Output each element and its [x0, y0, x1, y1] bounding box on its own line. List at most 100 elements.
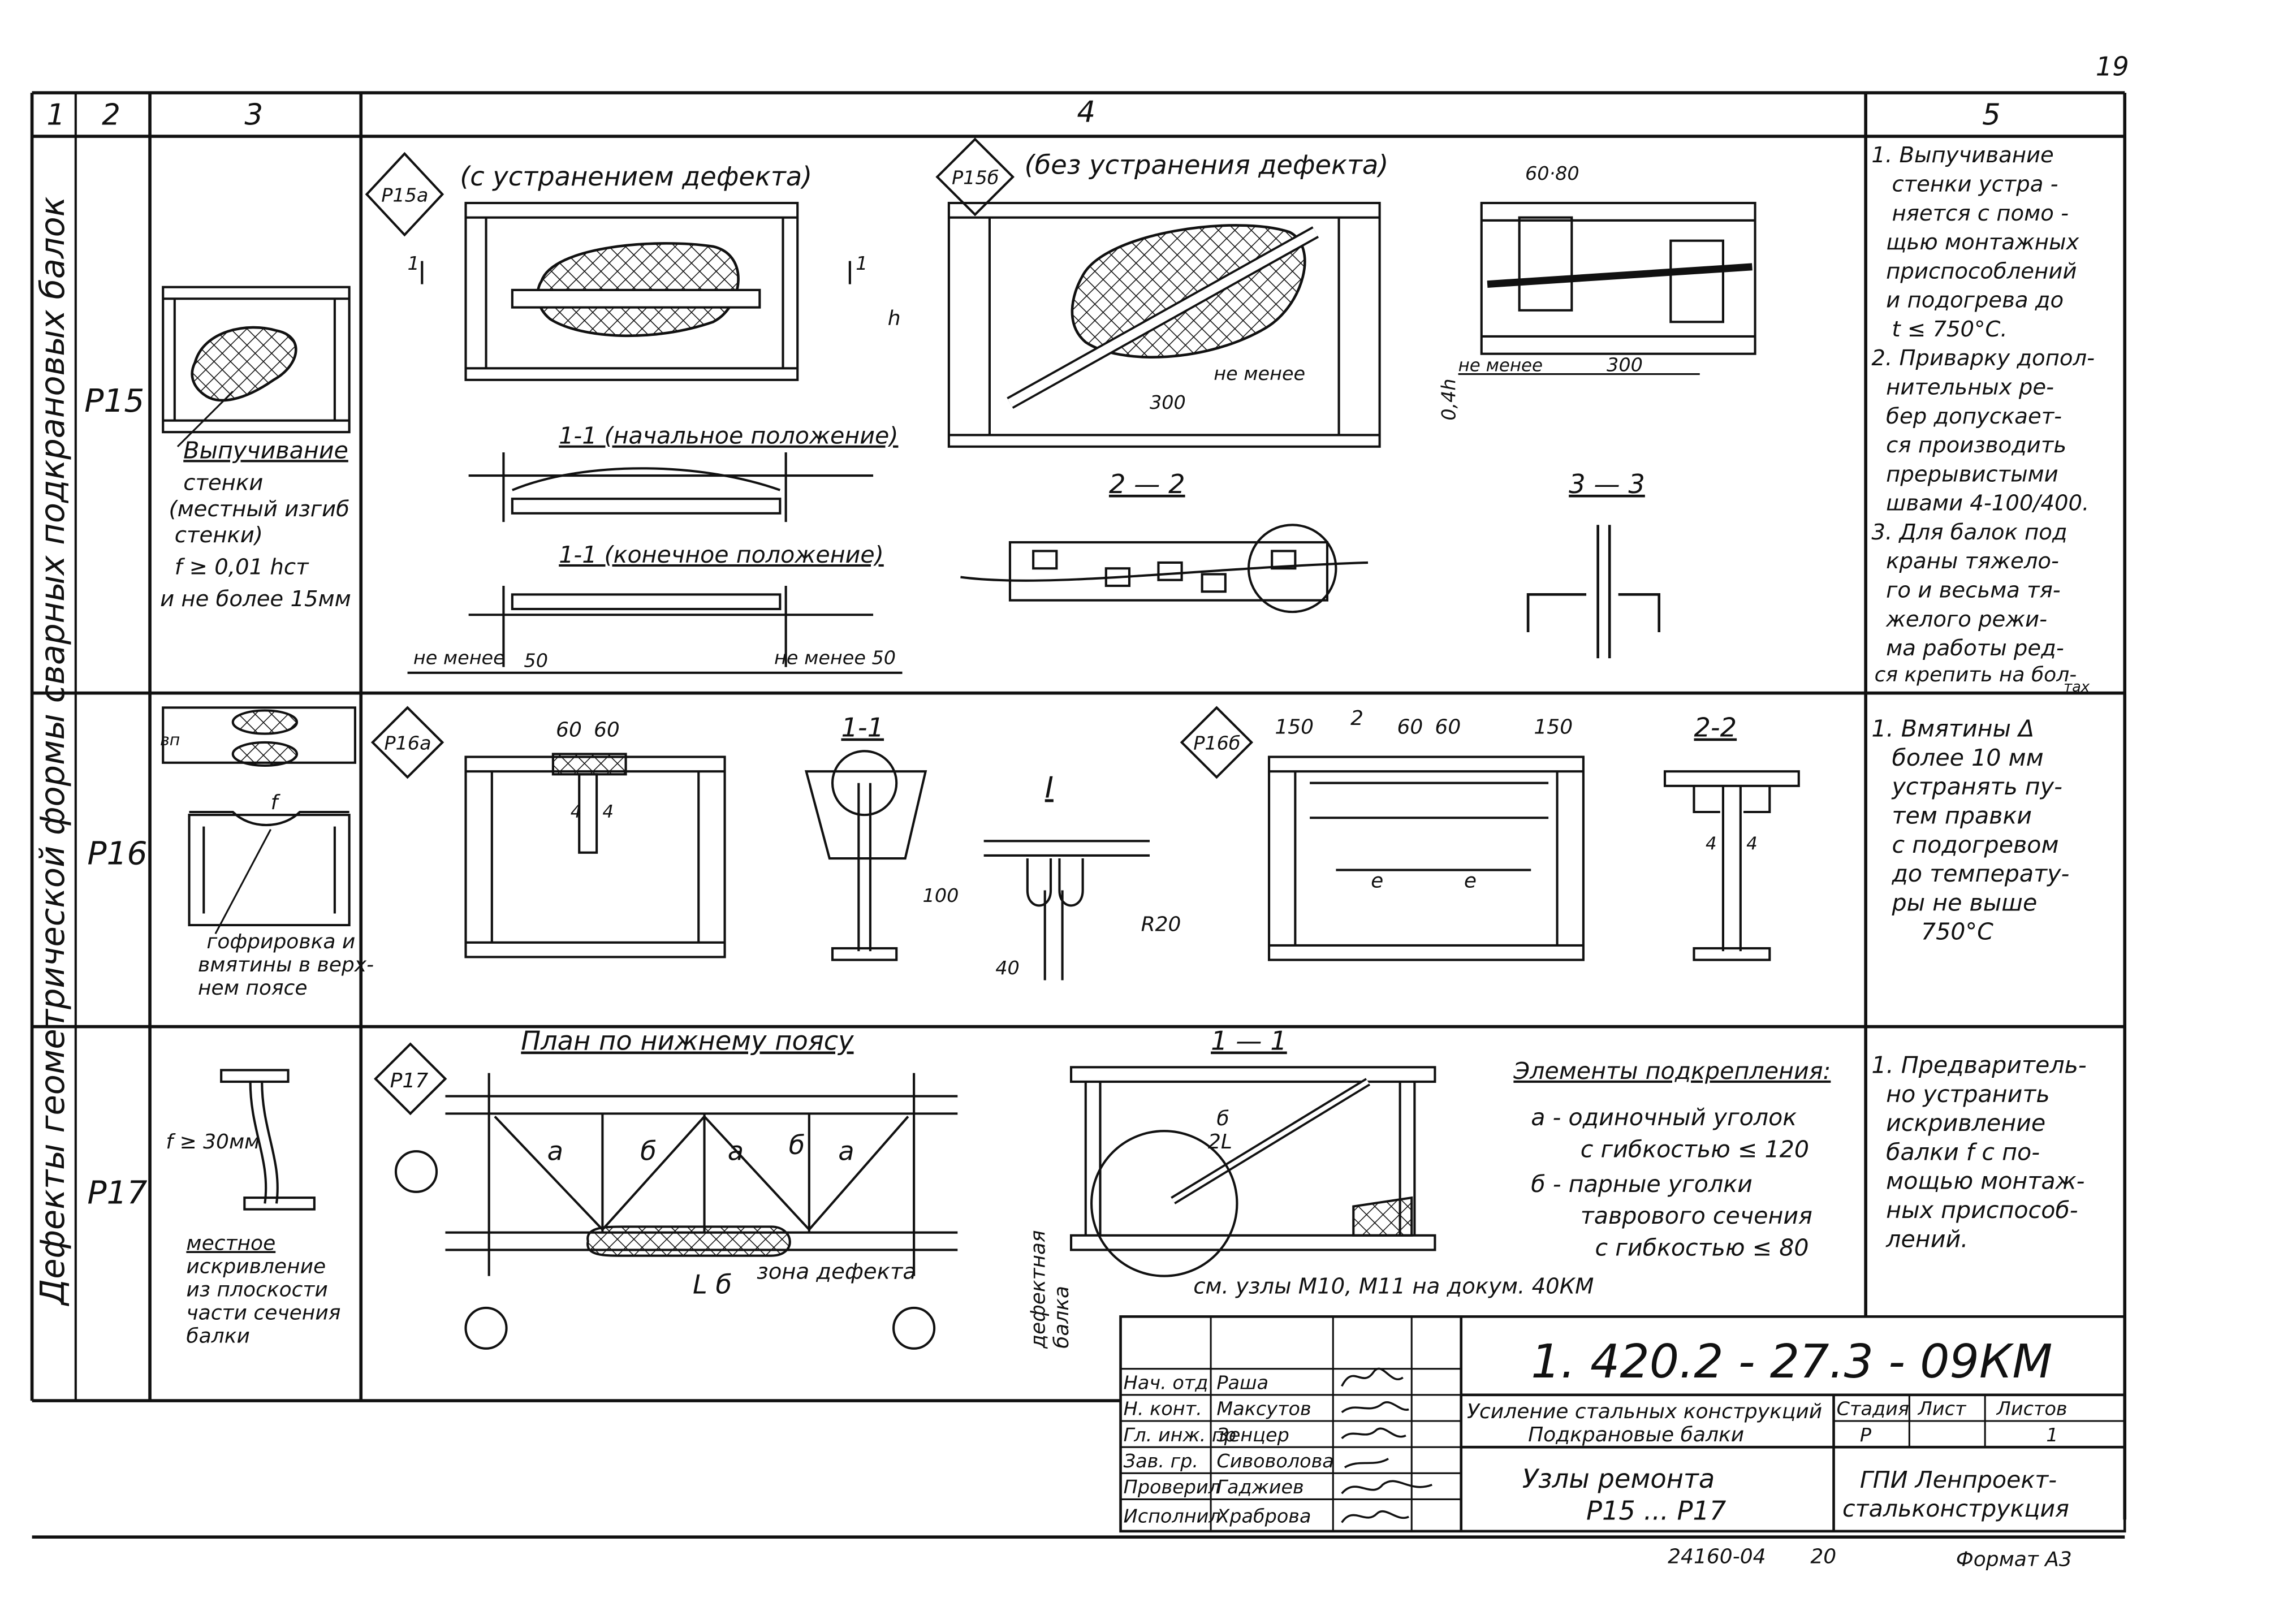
- defect-line: (местный изгиб: [169, 496, 349, 522]
- note-line: до температу-: [1891, 860, 2069, 887]
- p16-defect-sketch: [162, 706, 356, 935]
- note-line: 2. Приварку допол-: [1871, 345, 2095, 371]
- note-line: ся крепить на бол-: [1875, 663, 2077, 686]
- node-p16b: P16б 150 2 60 60 150 e e: [1180, 706, 1585, 961]
- column-header-2: 2: [102, 98, 120, 132]
- staff-role: Исполнил: [1124, 1505, 1221, 1527]
- node-p17: P17 План по нижнему поясу а б а а б L б: [374, 1026, 958, 1350]
- p17-plan: [394, 1073, 958, 1350]
- zone-label-p17: зона дефекта: [757, 1259, 916, 1285]
- dim: 60·80: [1525, 162, 1579, 184]
- note-line: и подогрева до: [1886, 288, 2064, 313]
- sheet-header: Лист: [1918, 1398, 1967, 1420]
- p17-defect-text: местное искривление из плоскости части с…: [186, 1232, 340, 1347]
- row-code-p15: P15: [84, 383, 144, 420]
- plan-title-p17: План по нижнему поясу: [521, 1026, 854, 1056]
- dim: 4: [602, 802, 614, 822]
- staff-role: Н. конт.: [1124, 1398, 1202, 1420]
- note-line: 1. Вмятины Δ: [1871, 715, 2034, 742]
- section-label-2-2-p16: 2-2: [1694, 712, 1737, 743]
- reinforcement-elements: Элементы подкрепления: а - одиночный уго…: [1513, 1057, 1831, 1262]
- dim: R20: [1141, 913, 1181, 936]
- p15b-detail: [1458, 201, 1756, 375]
- dim: 40: [995, 957, 1020, 979]
- p16-section-2-2: [1663, 770, 1800, 961]
- staff-name: Гаджиев: [1216, 1476, 1303, 1498]
- member-a: а: [728, 1136, 744, 1167]
- dim: 4: [1746, 834, 1758, 854]
- note-line: ся производить: [1886, 433, 2066, 458]
- p15-defect-text: Выпучивание стенки (местный изгиб стенки…: [160, 437, 351, 611]
- node-caption-p15b: (без устранения дефекта): [1025, 150, 1389, 180]
- fraction-label: б: [1216, 1107, 1229, 1130]
- section-label-1-1-final: 1-1 (конечное положение): [559, 541, 884, 568]
- p15a-elevation: [421, 201, 851, 381]
- notes-p17: 1. Предваритель- но устранить искривлени…: [1871, 1052, 2086, 1253]
- element-line: таврового сечения: [1581, 1202, 1812, 1229]
- note-line: ма работы ред-: [1886, 636, 2064, 661]
- note-line: стенки устра -: [1892, 172, 2058, 197]
- member-b: б: [789, 1130, 805, 1160]
- doc-code: 1. 420.2 - 27.3 - 09КМ: [1531, 1335, 2052, 1389]
- note-line: няется с помо -: [1892, 201, 2069, 226]
- inventory-number: 24160-04: [1668, 1545, 1766, 1568]
- defect-line: и не более 15мм: [160, 586, 351, 612]
- staff-role: Зав. гр.: [1124, 1450, 1198, 1472]
- defect-line: стенки): [175, 522, 263, 548]
- table-grid: [30, 91, 2127, 1539]
- section-label-1-1-initial: 1-1 (начальное положение): [559, 422, 898, 450]
- project-line: Усиление стальных конструкций: [1467, 1400, 1822, 1423]
- note-line: лений.: [1885, 1225, 1968, 1252]
- project-line: Подкрановые балки: [1528, 1423, 1744, 1446]
- note-line: швами 4-100/400.: [1886, 491, 2089, 516]
- note-line: бер допускает-: [1886, 404, 2062, 429]
- notes-p15: 1. Выпучивание стенки устра - няется с п…: [1871, 142, 2095, 696]
- title-block: [1119, 1315, 2126, 1533]
- org-line: ГПИ Ленпроект-: [1860, 1466, 2057, 1493]
- page-number: 19: [2096, 51, 2129, 81]
- node-mark-p16a: P16а: [384, 732, 431, 754]
- member-l-b: L б: [693, 1269, 732, 1299]
- column-header-1: 1: [46, 98, 65, 132]
- dim: вп: [160, 731, 180, 749]
- cut-mark: 1: [408, 252, 420, 274]
- node-p16a: P16а 60 60 4 4: [370, 706, 726, 958]
- node-p15b: P15б (без устранения дефекта) 300 не мен…: [888, 137, 1389, 448]
- p16-defect-text: гофрировка и вмятины в верх- нем поясе: [198, 930, 374, 1000]
- dim: e: [1464, 869, 1477, 892]
- p15b-elevation: [947, 201, 1381, 448]
- member-b: б: [640, 1136, 657, 1167]
- note-line: мощью монтаж-: [1886, 1168, 2084, 1195]
- p16-section-1-1: [805, 750, 927, 961]
- defect-line: из плоскости: [186, 1279, 327, 1302]
- reference-p17: см. узлы М10, М11 на докум. 40КМ: [1193, 1273, 1594, 1299]
- dim: 60: [556, 719, 582, 742]
- detail-label-i: I: [1045, 771, 1054, 805]
- dim: не менее 50: [774, 646, 896, 668]
- dim: 60: [594, 719, 620, 742]
- p16-detail-i: [983, 840, 1150, 981]
- dim: 0,4h: [1438, 379, 1460, 421]
- p17-section-1-1: [1069, 1066, 1436, 1277]
- element-line: с гибкостью ≤ 120: [1581, 1135, 1809, 1163]
- org-line: стальконструкция: [1842, 1495, 2069, 1522]
- stage-header: Стадия: [1837, 1398, 1909, 1420]
- dim: 60: [1397, 716, 1423, 739]
- section-label-1-1-p17: 1 — 1: [1211, 1026, 1287, 1056]
- notes-p16: 1. Вмятины Δ более 10 мм устранять пу- т…: [1871, 715, 2069, 945]
- defect-line: искривление: [186, 1255, 326, 1279]
- dim: f: [271, 791, 281, 814]
- dim: 150: [1275, 716, 1314, 739]
- defect-line: нем поясе: [198, 977, 308, 1000]
- note-line: но устранить: [1886, 1081, 2049, 1108]
- note-line: 1. Предваритель-: [1871, 1052, 2086, 1079]
- note-line: балки f с по-: [1886, 1138, 2040, 1165]
- footer-page: 20: [1810, 1545, 1836, 1568]
- dim: h: [888, 306, 901, 330]
- sheets-value: 1: [2046, 1424, 2058, 1446]
- dim: не менее: [413, 646, 505, 668]
- defect-line: части сечения: [186, 1302, 340, 1325]
- dim: 150: [1534, 716, 1573, 739]
- dim: не менее: [1458, 356, 1543, 376]
